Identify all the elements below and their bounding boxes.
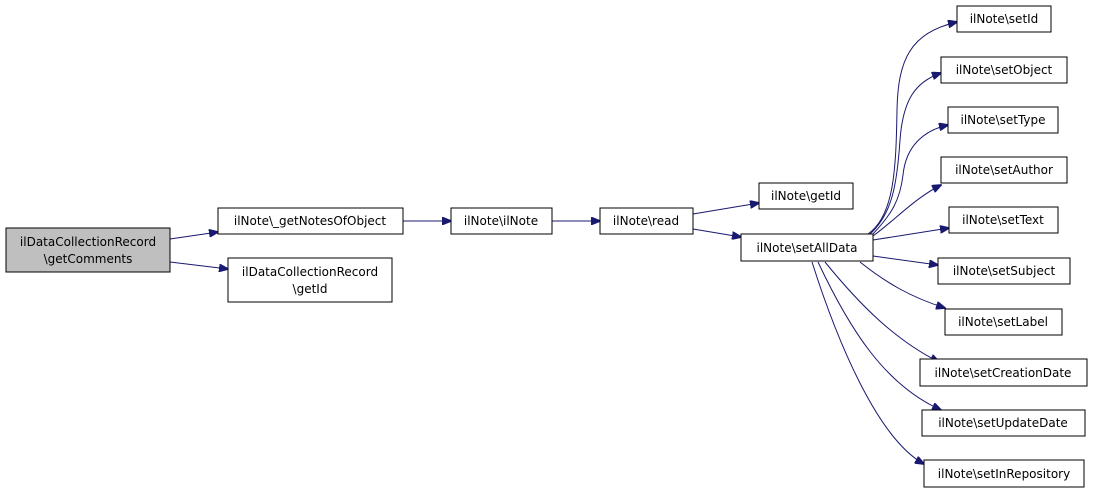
edge-setalldata-to-settext (872, 228, 949, 241)
node-setcreationdate-label: ilNote\setCreationDate (935, 366, 1072, 380)
node-setid-label: ilNote\setId (970, 12, 1039, 26)
node-setcreationdate[interactable]: ilNote\setCreationDate (919, 358, 1088, 387)
node-setsubject-label: ilNote\setSubject (953, 264, 1056, 278)
node-setid[interactable]: ilNote\setId (956, 5, 1052, 33)
edge-setalldata-to-setupdatedate (817, 261, 941, 410)
node-getnotesofobject[interactable]: ilNote\_getNotesOfObject (217, 207, 404, 235)
node-dcr-getid[interactable]: ilDataCollectionRecord \getId (227, 257, 393, 303)
node-setupdatedate-label: ilNote\setUpdateDate (938, 416, 1068, 430)
node-setauthor-label: ilNote\setAuthor (955, 163, 1053, 177)
node-ilnote-label: ilNote\ilNote (464, 214, 538, 228)
node-ilnote[interactable]: ilNote\ilNote (450, 207, 553, 235)
node-setlabel-label: ilNote\setLabel (958, 315, 1048, 329)
edge-root-to-dcr-getid (169, 261, 228, 269)
node-settype-label: ilNote\setType (960, 113, 1045, 127)
edge-read-to-setalldata (692, 228, 741, 237)
node-setalldata[interactable]: ilNote\setAllData (740, 233, 874, 262)
node-getnotesofobject-label: ilNote\_getNotesOfObject (234, 214, 387, 228)
node-setobject[interactable]: ilNote\setObject (940, 56, 1068, 84)
node-setalldata-label: ilNote\setAllData (757, 241, 858, 255)
edge-setalldata-to-setcreationdate (824, 261, 939, 362)
node-settext[interactable]: ilNote\setText (948, 206, 1059, 234)
edge-read-to-getid (692, 203, 759, 215)
edges (169, 22, 957, 464)
node-setobject-label: ilNote\setObject (956, 63, 1053, 77)
node-read-label: ilNote\read (613, 214, 679, 228)
node-setupdatedate[interactable]: ilNote\setUpdateDate (921, 409, 1086, 437)
node-read[interactable]: ilNote\read (599, 207, 694, 235)
node-getid[interactable]: ilNote\getId (758, 182, 854, 210)
edge-setalldata-to-setsubject (872, 255, 938, 265)
node-setsubject[interactable]: ilNote\setSubject (937, 257, 1071, 285)
edge-setalldata-to-setid (867, 22, 957, 235)
node-root-label-line2: \getComments (44, 252, 133, 266)
edge-root-to-getnotesofobject (169, 232, 218, 240)
edge-setalldata-to-setinrepository (811, 261, 924, 464)
node-setinrepository[interactable]: ilNote\setInRepository (923, 459, 1085, 488)
node-dcr-getid-label-line2: \getId (293, 282, 328, 296)
edge-setalldata-to-settype (871, 125, 948, 236)
edge-setalldata-to-setauthor (872, 185, 941, 237)
node-root[interactable]: ilDataCollectionRecord \getComments (5, 227, 171, 273)
node-getid-label: ilNote\getId (771, 189, 841, 203)
node-settext-label: ilNote\setText (962, 213, 1044, 227)
node-root-label-line1: ilDataCollectionRecord (20, 235, 156, 249)
edge-setalldata-to-setobject (869, 73, 941, 235)
node-dcr-getid-label-line1: ilDataCollectionRecord (242, 265, 378, 279)
node-setlabel[interactable]: ilNote\setLabel (944, 308, 1063, 336)
node-setinrepository-label: ilNote\setInRepository (938, 467, 1070, 481)
edge-setalldata-to-setlabel (859, 261, 945, 308)
node-settype[interactable]: ilNote\setType (947, 106, 1059, 134)
node-setauthor[interactable]: ilNote\setAuthor (940, 156, 1068, 184)
